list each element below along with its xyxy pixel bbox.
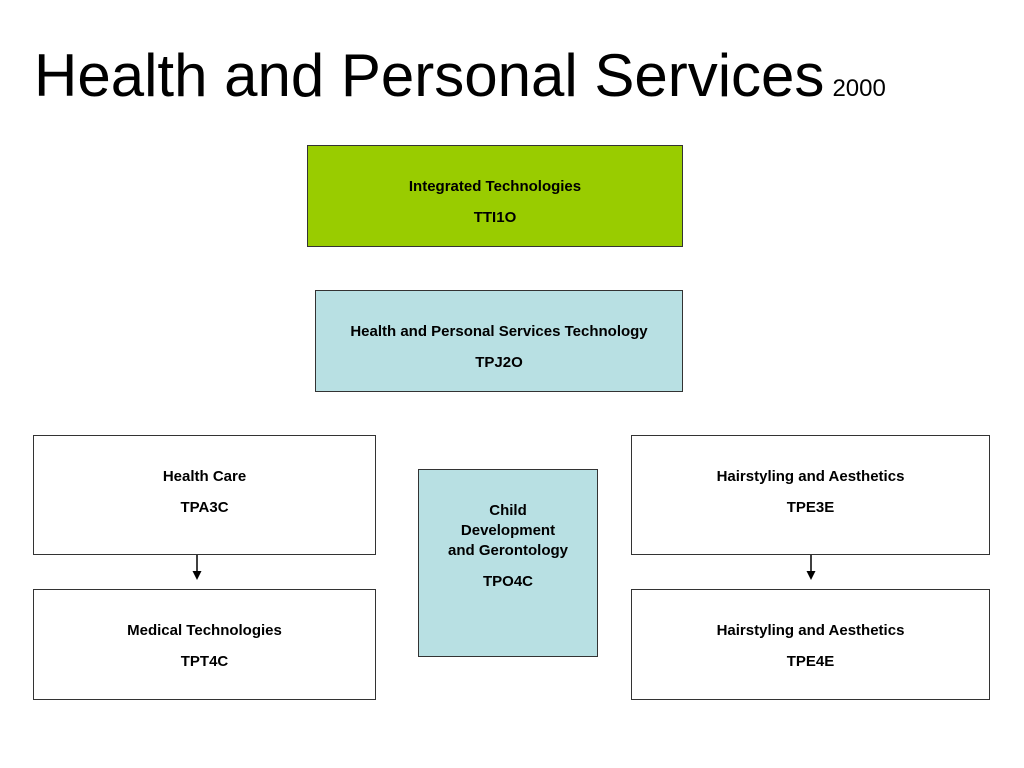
title-year: 2000 [832,75,886,102]
course-box-integrated-technologies: Integrated Technologies TTI1O [307,145,683,247]
title-main: Health and Personal Services [34,42,825,109]
course-code: TPE3E [786,499,835,516]
course-code: TPJ2O [475,354,523,371]
course-code: TPO4C [482,573,533,590]
course-name: Integrated Technologies [408,178,582,195]
course-box-medical-technologies: Medical Technologies TPT4C [33,589,376,700]
course-box-child-development: Child Development and Gerontology TPO4C [418,469,598,657]
course-name: Hairstyling and Aesthetics [716,622,905,639]
course-box-hairstyling-grade-11: Hairstyling and Aesthetics TPE3E [631,435,990,555]
course-code: TPA3C [180,499,229,516]
course-box-hairstyling-grade-12: Hairstyling and Aesthetics TPE4E [631,589,990,700]
course-name: Health Care [162,468,247,485]
course-name: Child Development and Gerontology [448,502,568,559]
course-name: Health and Personal Services Technology [350,323,648,340]
course-box-hps-technology: Health and Personal Services Technology … [315,290,683,392]
course-code: TTI1O [473,209,517,226]
course-name: Hairstyling and Aesthetics [716,468,905,485]
course-code: TPT4C [180,653,229,670]
course-code: TPE4E [786,653,835,670]
course-name: Medical Technologies [127,622,282,639]
page-title: Health and Personal Services 2000 [34,40,886,125]
arrow-health-care-to-medical [192,555,202,580]
arrow-hairstyling-3-to-4 [806,555,816,580]
course-box-health-care: Health Care TPA3C [33,435,376,555]
